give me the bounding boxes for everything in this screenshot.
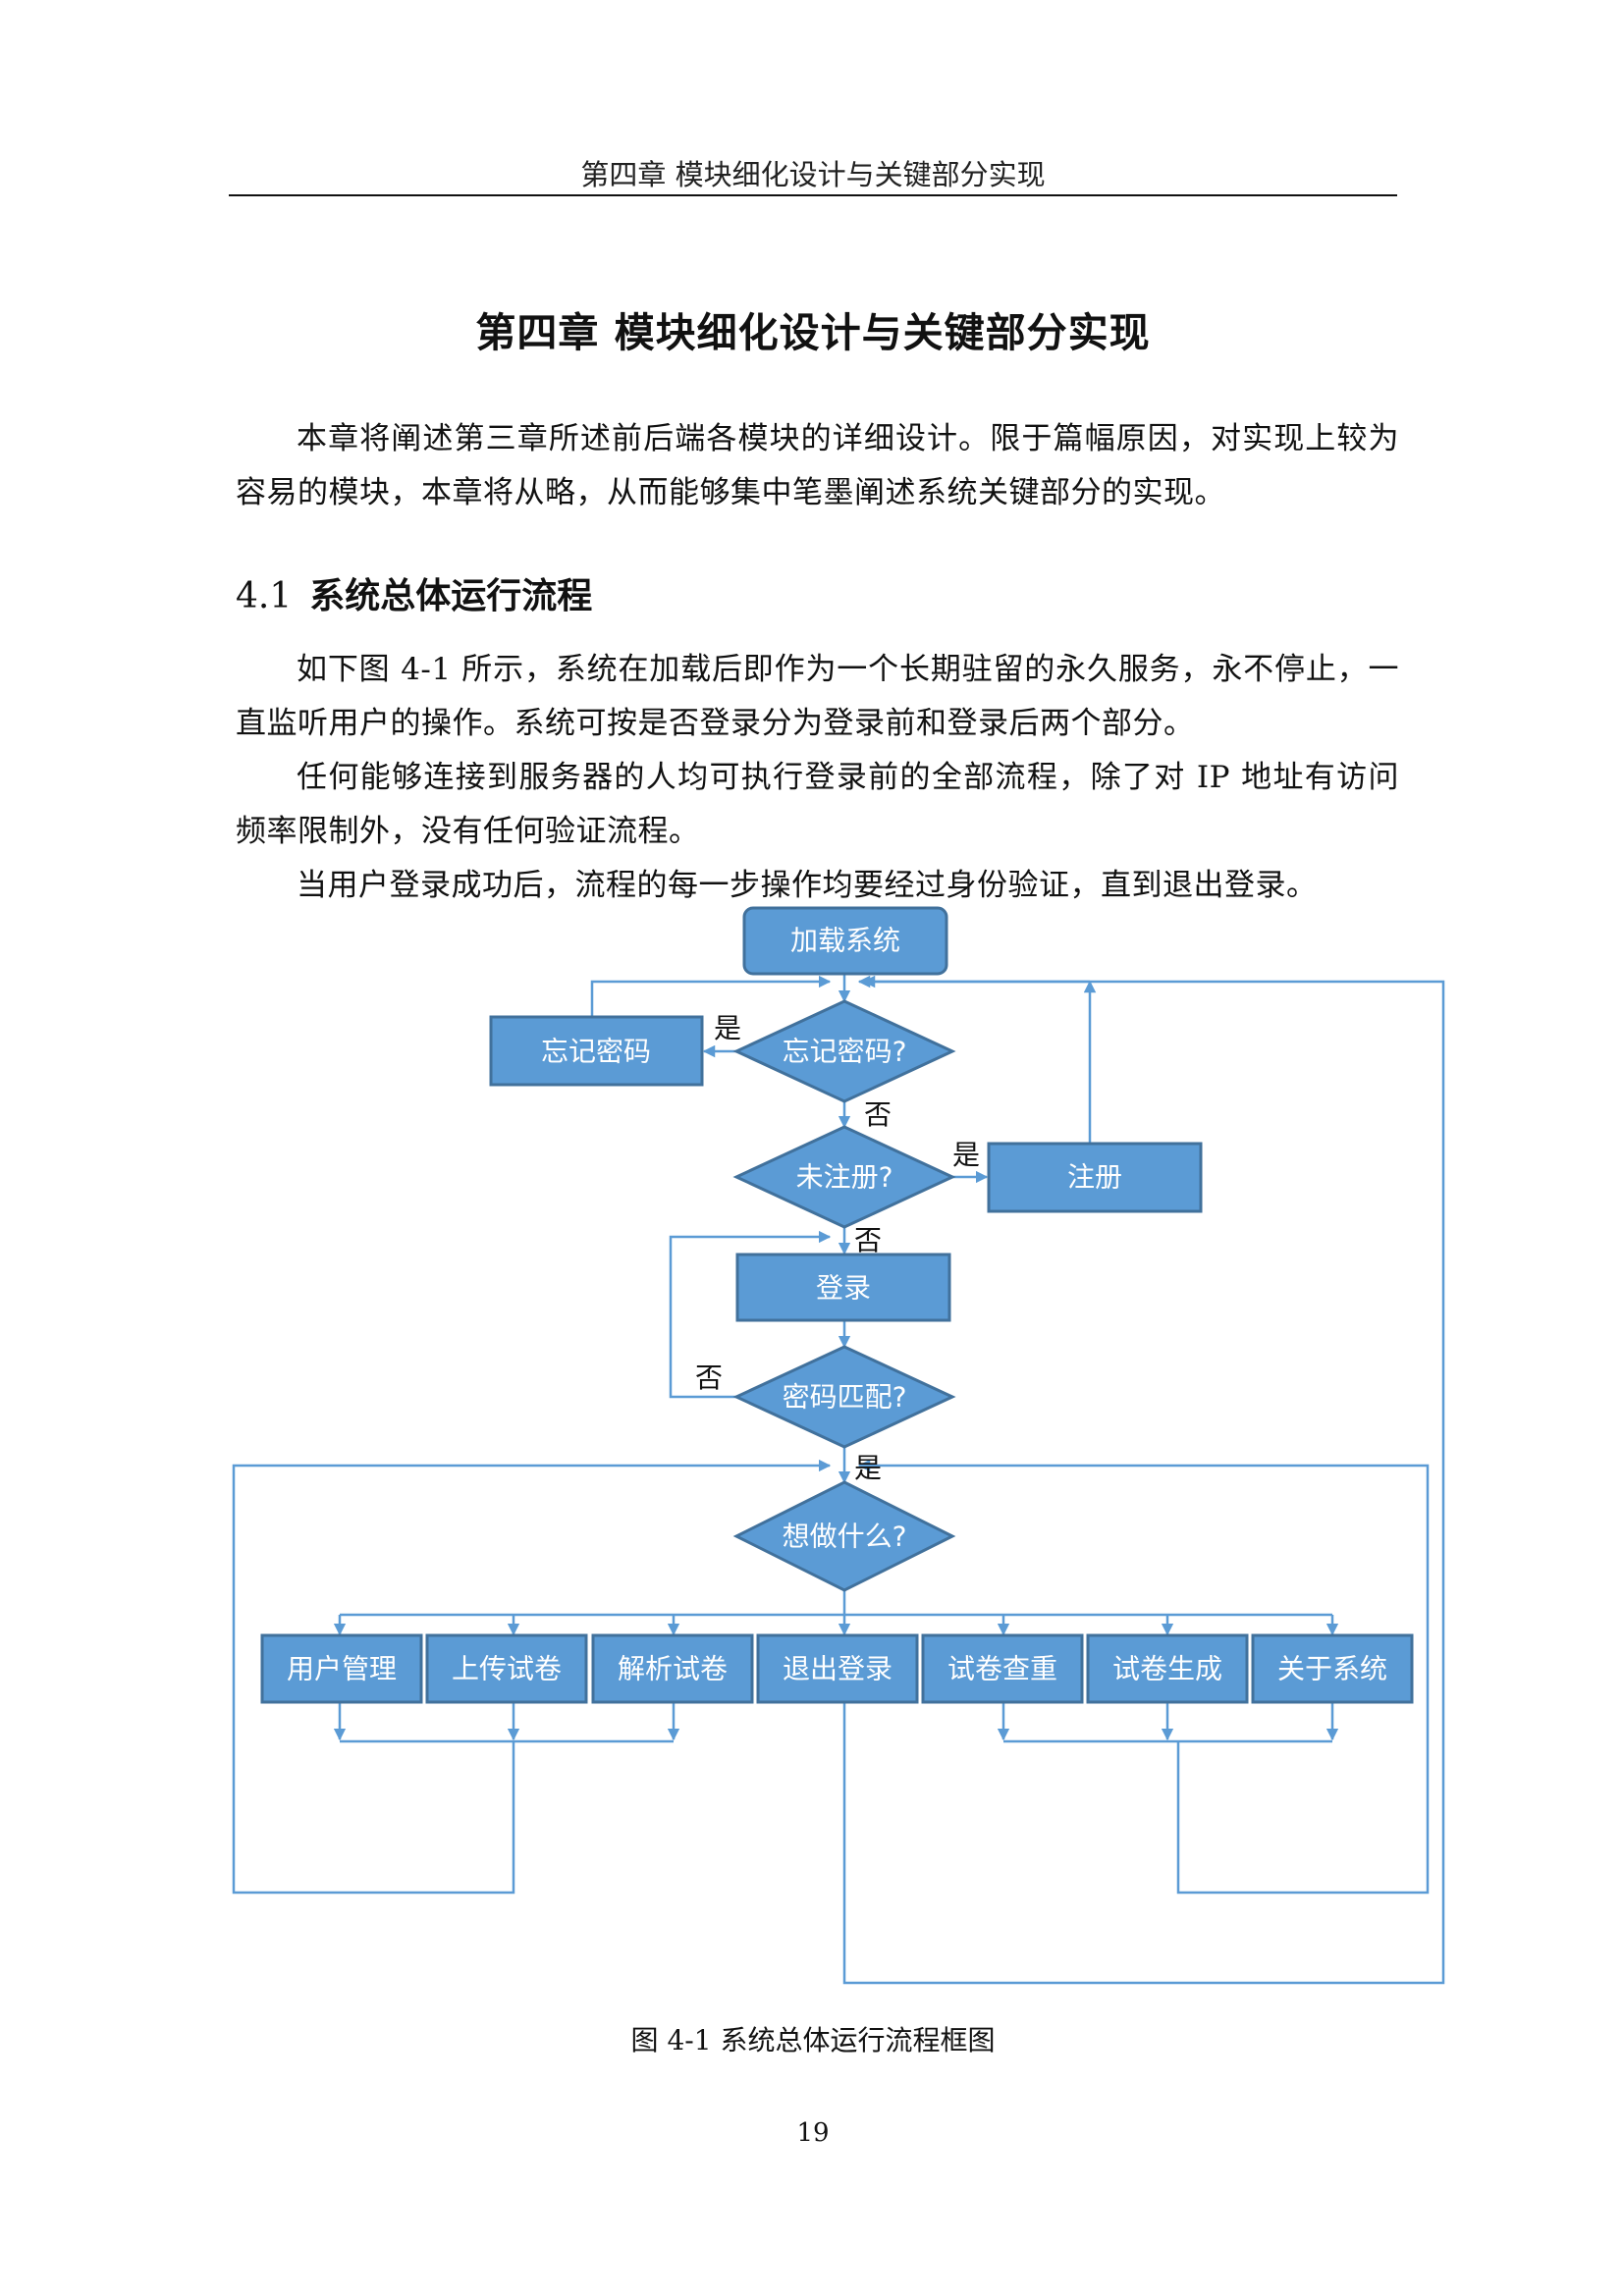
intro-paragraph: 本章将阐述第三章所述前后端各模块的详细设计。限于篇幅原因，对实现上较为容易的模块… <box>236 421 1399 510</box>
page-number: 19 <box>796 2118 830 2148</box>
action-label-6: 关于系统 <box>1277 1653 1387 1685</box>
action-node-1 <box>425 1633 588 1704</box>
load-system-node <box>742 906 948 976</box>
register-label: 注册 <box>1067 1161 1122 1194</box>
action-label-1: 上传试卷 <box>452 1653 562 1685</box>
action-node-3 <box>756 1633 919 1704</box>
login-node <box>735 1253 951 1322</box>
action-label-4: 试卷查重 <box>947 1653 1057 1685</box>
yes-label-match: 是 <box>854 1452 882 1484</box>
body-paragraph-1: 如下图 4-1 所示，系统在加载后即作为一个长期驻留的永久服务，永不停止，一直监… <box>236 652 1399 741</box>
action-node-2 <box>591 1633 754 1704</box>
figure-caption: 图 4-1 系统总体运行流程框图 <box>630 2024 996 2056</box>
flowchart-shapes <box>260 906 1414 1704</box>
yes-label-forgot: 是 <box>714 1012 741 1044</box>
action-node-5 <box>1086 1633 1249 1704</box>
section-title: 系统总体运行流程 <box>309 576 593 616</box>
register-node <box>987 1142 1203 1213</box>
body-paragraph-3: 当用户登录成功后，流程的每一步操作均要经过身份验证，直到退出登录。 <box>297 868 1318 903</box>
arrow-forgot-return <box>590 975 832 1016</box>
arrow-logout-return <box>842 975 1445 1985</box>
no-label-register: 否 <box>854 1224 882 1256</box>
arrow-right-group-return <box>857 1459 1430 1895</box>
action-label-2: 解析试卷 <box>618 1653 728 1685</box>
forgot-password-node <box>489 1015 704 1087</box>
arrow-left-group-return <box>232 1459 832 1895</box>
action-node-0 <box>260 1633 423 1704</box>
yes-label-register: 是 <box>952 1139 980 1171</box>
arrow-mismatch-loop <box>669 1230 832 1399</box>
flowchart-connectors <box>232 974 1445 1985</box>
what-to-do-decision <box>732 1480 956 1592</box>
action-label-3: 退出登录 <box>783 1653 893 1685</box>
header-rule <box>229 194 1397 196</box>
login-label: 登录 <box>816 1272 871 1305</box>
not-registered-q-label: 未注册? <box>796 1161 893 1194</box>
not-registered-decision <box>732 1125 956 1229</box>
password-match-decision <box>732 1345 956 1449</box>
no-label-match: 否 <box>695 1362 723 1394</box>
what-to-do-q-label: 想做什么? <box>783 1521 907 1553</box>
section-heading: 4.1 系统总体运行流程 <box>236 567 592 618</box>
no-label-forgot: 否 <box>864 1098 892 1131</box>
action-label-0: 用户管理 <box>287 1653 397 1685</box>
running-header: 第四章 模块细化设计与关键部分实现 <box>580 158 1046 191</box>
action-node-6 <box>1251 1633 1414 1704</box>
body-paragraph-2: 任何能够连接到服务器的人均可执行登录前的全部流程，除了对 IP 地址有访问频率限… <box>236 760 1399 849</box>
load-system-label: 加载系统 <box>790 925 900 957</box>
action-node-4 <box>921 1633 1084 1704</box>
password-match-q-label: 密码匹配? <box>783 1381 907 1414</box>
forgot-password-decision <box>732 999 956 1103</box>
chapter-title: 第四章 模块细化设计与关键部分实现 <box>475 309 1151 356</box>
forgot-password-q-label: 忘记密码? <box>783 1036 907 1068</box>
forgot-password-label: 忘记密码 <box>541 1036 651 1068</box>
action-label-5: 试卷生成 <box>1112 1653 1222 1685</box>
section-number: 4.1 <box>236 576 293 616</box>
